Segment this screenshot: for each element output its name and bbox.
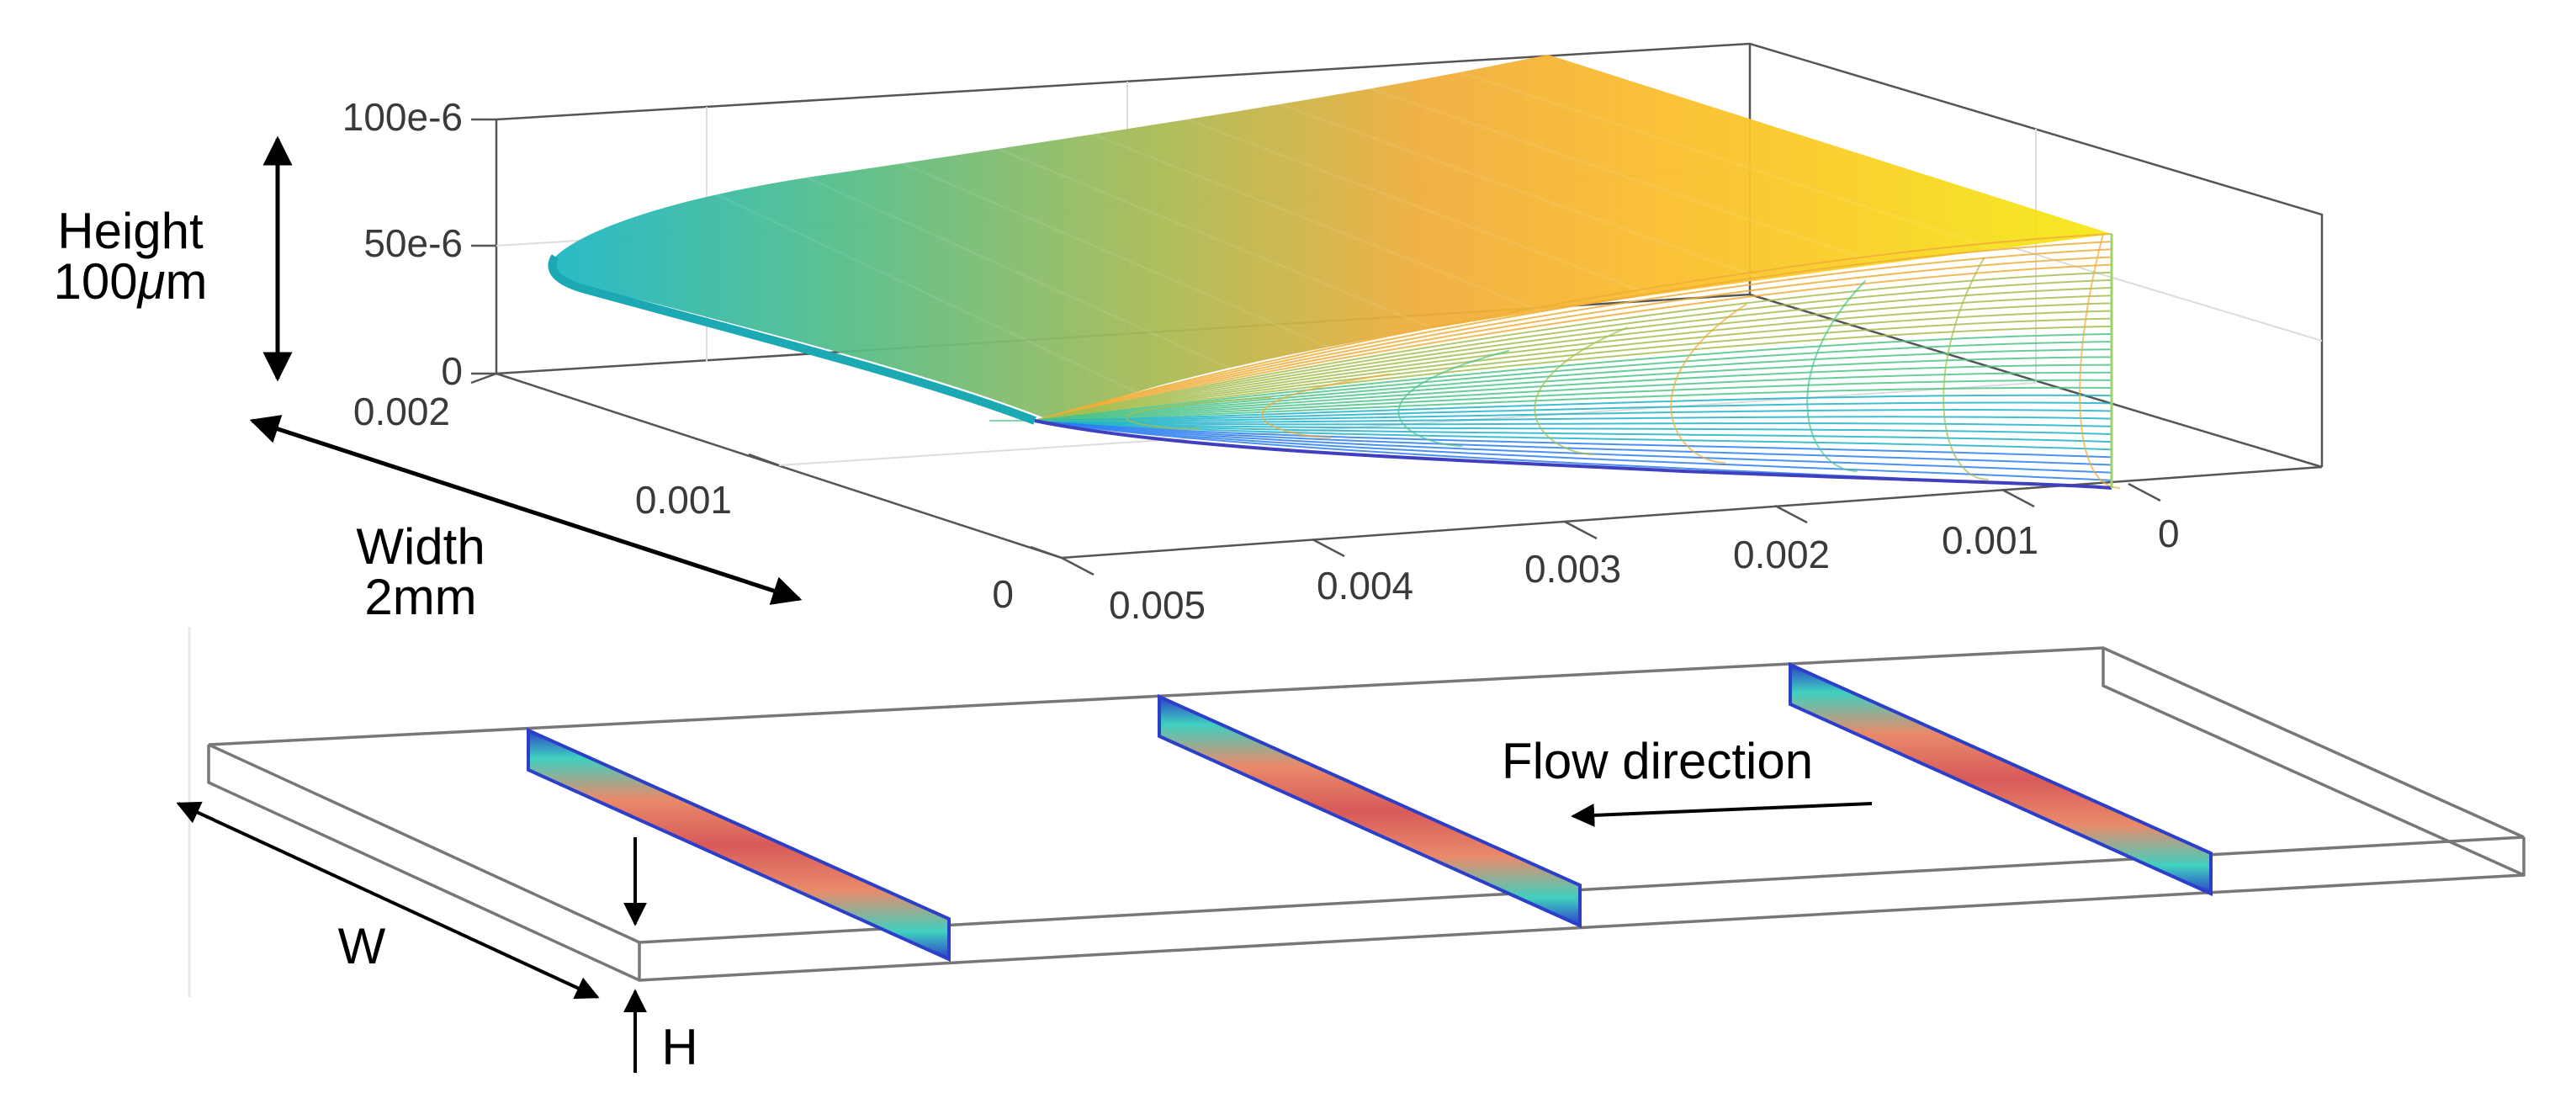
width-double-arrow bbox=[249, 415, 803, 605]
x-tick-label: 0.001 bbox=[1942, 518, 2038, 562]
width-label-line2: 2mm bbox=[364, 569, 476, 625]
surface-band bbox=[782, 165, 1264, 385]
flow-direction-arrow bbox=[1571, 802, 1873, 827]
mesh-line bbox=[1034, 256, 2112, 422]
velocity-surface bbox=[555, 55, 2112, 421]
surface-band bbox=[1265, 98, 1794, 292]
mesh-line bbox=[1034, 371, 2112, 422]
mesh-line bbox=[1034, 394, 2112, 422]
mesh-arc bbox=[1261, 373, 1391, 438]
mesh-arc bbox=[1943, 257, 1989, 480]
mesh-arc bbox=[2079, 233, 2121, 489]
z-tick-label: 50e-6 bbox=[363, 221, 463, 265]
surface-band bbox=[1362, 84, 1900, 273]
mesh-line bbox=[1034, 416, 2112, 423]
surface-mesh-front bbox=[989, 233, 2121, 489]
mesh-line bbox=[1034, 241, 2112, 422]
w-double-arrow bbox=[176, 801, 600, 1000]
x-axis-tick-labels: 0.005 0.004 0.003 0.002 0.001 0 bbox=[1109, 512, 2180, 627]
mesh-line bbox=[1034, 332, 2112, 422]
cross-section-2 bbox=[1158, 693, 1582, 929]
mesh-arc bbox=[1534, 326, 1629, 455]
surface-band bbox=[1169, 111, 1688, 310]
x-tick-label: 0.005 bbox=[1109, 583, 1206, 627]
mesh-line bbox=[1034, 317, 2112, 422]
height-label-line2: 100μm bbox=[54, 253, 208, 310]
mesh-line bbox=[1034, 271, 2112, 422]
mesh-line bbox=[1034, 386, 2112, 422]
mesh-arc bbox=[1806, 279, 1867, 472]
z-tick-label: 0 bbox=[441, 349, 463, 393]
mesh-line bbox=[1034, 302, 2112, 422]
y-tick-label: 0 bbox=[992, 572, 1014, 616]
w-label: W bbox=[338, 918, 386, 974]
flow-direction-label: Flow direction bbox=[1502, 733, 1813, 789]
surface-plot-3d: 100e-6 50e-6 0 0.002 0.001 0 0.005 0.004… bbox=[342, 42, 2324, 627]
z-axis-tick-labels: 100e-6 50e-6 0 bbox=[342, 95, 463, 393]
mesh-line bbox=[1034, 420, 2112, 459]
width-annotation: Width 2mm bbox=[249, 415, 803, 625]
mesh-line bbox=[1034, 420, 2112, 427]
x-tick-label: 0 bbox=[2158, 512, 2180, 555]
mesh-line bbox=[1034, 409, 2112, 422]
mesh-line bbox=[1034, 287, 2112, 422]
surface-band bbox=[975, 138, 1476, 348]
mesh-line bbox=[1034, 379, 2112, 422]
surface-bottom-edge bbox=[1034, 419, 2112, 490]
mesh-line bbox=[1034, 356, 2112, 422]
mesh-line bbox=[1034, 325, 2112, 422]
mesh-line bbox=[1034, 420, 2112, 451]
surface-leading-edge bbox=[548, 254, 1036, 425]
mesh-arc bbox=[1397, 349, 1510, 447]
mesh-line bbox=[1034, 420, 2112, 466]
surface-band-lines bbox=[685, 71, 2006, 404]
surface-band bbox=[1459, 71, 2006, 254]
mesh-line bbox=[1034, 420, 2112, 474]
height-value: 100 bbox=[54, 253, 138, 310]
cross-section-1 bbox=[527, 727, 951, 963]
surface-band bbox=[1072, 125, 1582, 329]
height-unit: m bbox=[166, 253, 208, 310]
z-tick-label: 100e-6 bbox=[342, 95, 463, 139]
height-mu: μ bbox=[136, 253, 166, 310]
mesh-arc bbox=[1670, 303, 1747, 464]
y-tick-label: 0.002 bbox=[353, 390, 450, 433]
surface-band bbox=[878, 151, 1370, 366]
h-label: H bbox=[661, 1019, 697, 1075]
x-tick-label: 0.004 bbox=[1317, 564, 1413, 608]
mesh-line bbox=[1034, 248, 2112, 422]
mesh-line bbox=[1034, 310, 2112, 422]
mesh-line bbox=[1034, 420, 2112, 435]
mesh-arc bbox=[1125, 396, 1272, 430]
cross-section-3 bbox=[1789, 661, 2213, 897]
height-label-line1: Height bbox=[57, 203, 204, 259]
mesh-line bbox=[1034, 279, 2112, 422]
x-tick-label: 0.003 bbox=[1524, 547, 1621, 591]
mesh-line bbox=[1034, 363, 2112, 422]
height-annotation: Height 100μm bbox=[54, 135, 293, 382]
mesh-line bbox=[1034, 233, 2112, 422]
mesh-line bbox=[1034, 294, 2112, 422]
y-tick-label: 0.001 bbox=[635, 478, 732, 522]
surface-band bbox=[685, 178, 1158, 404]
mesh-line bbox=[1034, 263, 2112, 422]
mesh-line bbox=[1034, 420, 2112, 481]
channel-diagram: Flow direction W H bbox=[176, 627, 2526, 1075]
width-label-line1: Width bbox=[356, 518, 485, 575]
x-tick-label: 0.002 bbox=[1733, 533, 1830, 576]
mesh-line bbox=[1034, 401, 2112, 422]
